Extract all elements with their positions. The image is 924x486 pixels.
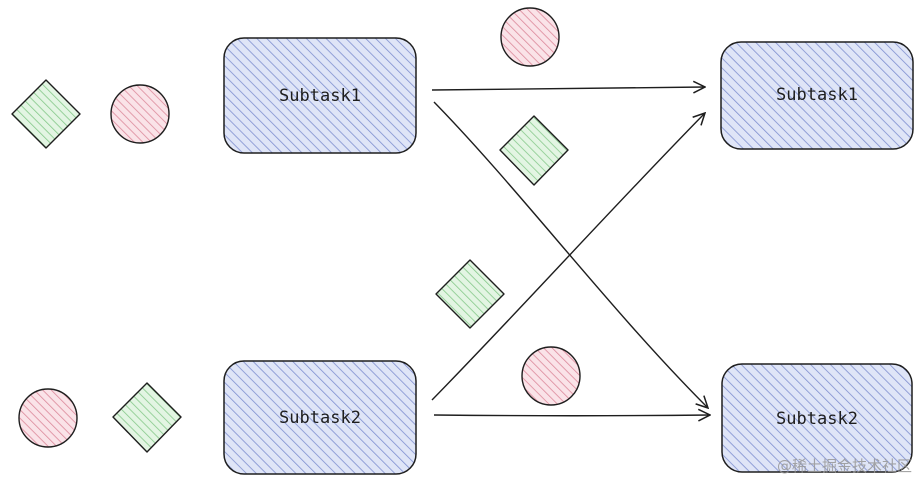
circle-token [521,346,581,406]
node-source-1[interactable]: Subtask1 [223,37,417,154]
node-target-1[interactable]: Subtask1 [720,41,914,150]
circle-token [110,84,170,144]
circle-token [18,388,78,448]
diamond-token [11,79,81,149]
diamond-token [435,259,505,329]
watermark: @稀土掘金技术社区 [776,457,912,475]
diamond-token [112,382,182,453]
edge-source1-to-target2 [433,101,708,408]
diamond-tokens [11,79,569,453]
edge-source2-to-target1 [431,113,705,401]
node-target-2-label: Subtask2 [776,409,858,429]
circle-token [500,7,560,67]
node-source-2[interactable]: Subtask2 [223,360,417,475]
node-source-1-label: Subtask1 [279,86,361,106]
edges [431,87,710,416]
edge-source2-to-target2 [433,415,710,416]
edge-source1-to-target1 [431,87,705,90]
node-target-2[interactable]: Subtask2 [721,363,913,473]
diamond-token [499,115,569,186]
node-target-1-label: Subtask1 [776,85,858,105]
node-source-2-label: Subtask2 [279,408,361,428]
circle-tokens [18,7,581,448]
